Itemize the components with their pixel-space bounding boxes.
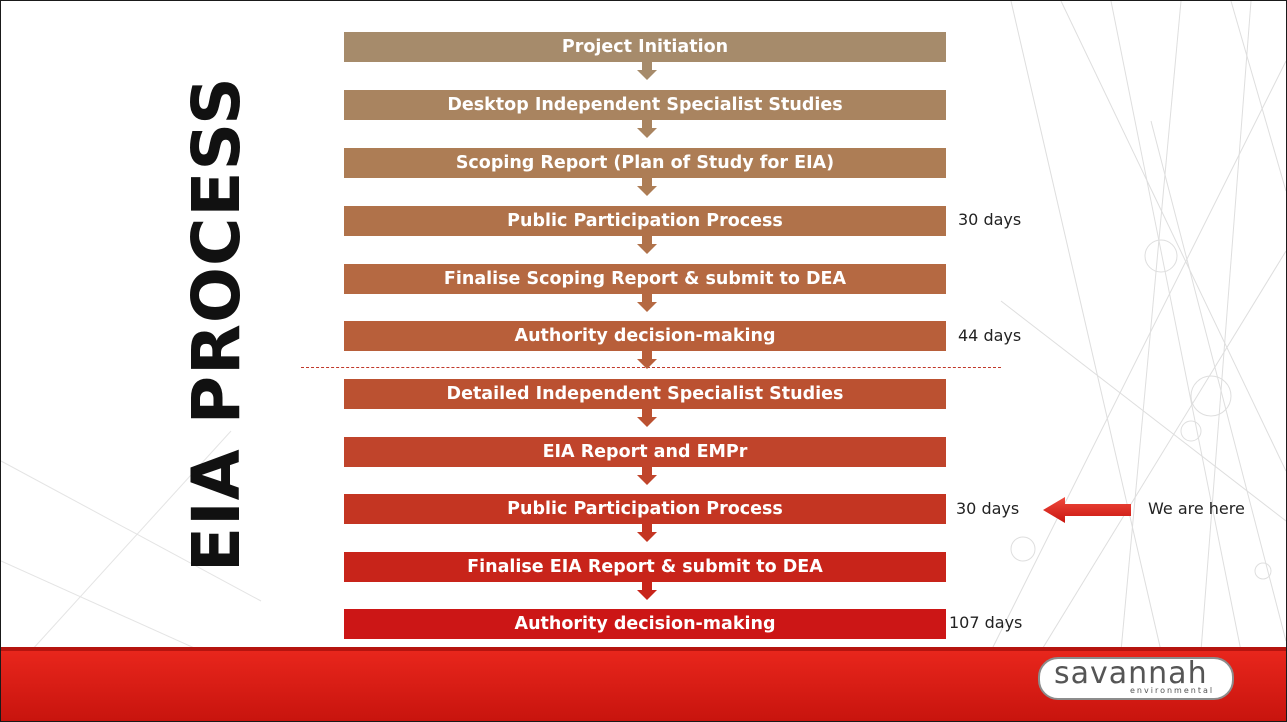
duration-label: 44 days	[958, 326, 1022, 345]
step-scoping-report: Scoping Report (Plan of Study for EIA)	[344, 148, 946, 178]
background-decoration	[1, 1, 1286, 651]
step-authority-decision-2: Authority decision-making	[344, 609, 946, 639]
step-detailed-specialist-studies: Detailed Independent Specialist Studies	[344, 379, 946, 409]
page-title: EIA PROCESS	[178, 76, 255, 572]
flow-arrow-icon	[637, 294, 657, 312]
step-project-initiation: Project Initiation	[344, 32, 946, 62]
duration-label: 107 days	[949, 613, 1023, 632]
flow-arrow-icon	[637, 120, 657, 138]
left-arrow-icon	[1043, 497, 1131, 523]
footer-rule	[1, 647, 1286, 651]
flow-arrow-icon	[637, 178, 657, 196]
step-authority-decision-1: Authority decision-making	[344, 321, 946, 351]
step-finalise-eia-report: Finalise EIA Report & submit to DEA	[344, 552, 946, 582]
duration-label: 30 days	[956, 499, 1020, 518]
flow-arrow-icon	[637, 62, 657, 80]
flow-arrow-icon	[637, 236, 657, 254]
step-public-participation-2: Public Participation Process	[344, 494, 946, 524]
flow-arrow-icon	[637, 409, 657, 427]
step-eia-report: EIA Report and EMPr	[344, 437, 946, 467]
duration-label: 30 days	[958, 210, 1022, 229]
flow-arrow-icon	[637, 467, 657, 485]
step-public-participation-1: Public Participation Process	[344, 206, 946, 236]
logo-wordmark: savannah	[1054, 656, 1208, 691]
step-desktop-specialist-studies: Desktop Independent Specialist Studies	[344, 90, 946, 120]
current-stage-label: We are here	[1148, 499, 1245, 518]
step-finalise-scoping-report: Finalise Scoping Report & submit to DEA	[344, 264, 946, 294]
flow-arrow-icon	[637, 524, 657, 542]
flow-arrow-icon	[637, 582, 657, 600]
flow-arrow-icon	[637, 351, 657, 369]
company-logo: savannah environmental	[1038, 656, 1234, 700]
logo-tagline: environmental	[1130, 686, 1215, 695]
